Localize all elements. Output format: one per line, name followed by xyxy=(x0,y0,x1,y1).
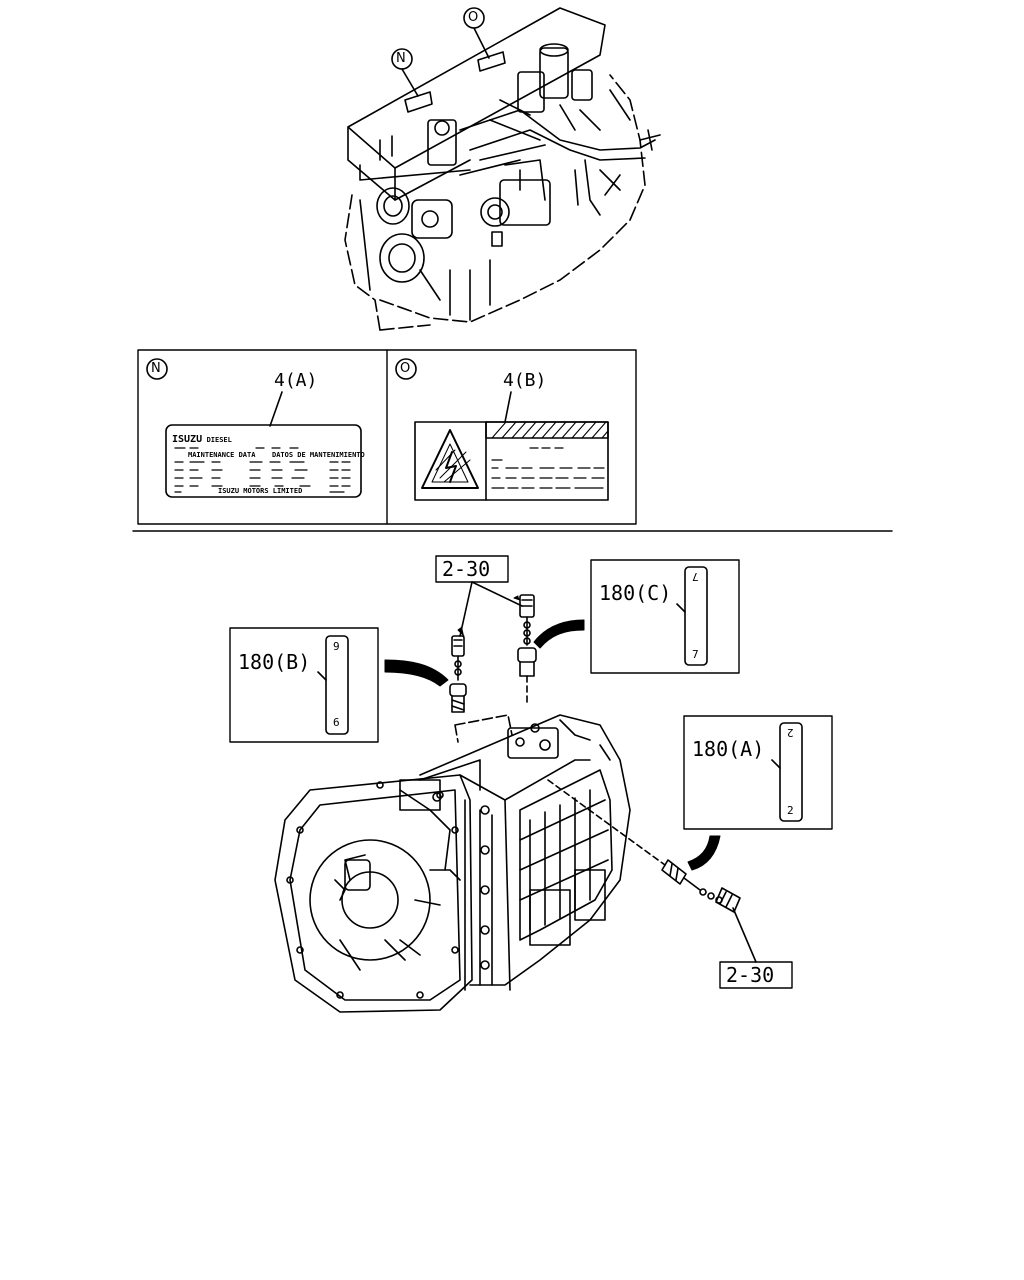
switch-ref-top: 2-30 xyxy=(442,557,491,581)
thread-ref-b: 180(B) xyxy=(238,650,311,674)
transmission-illustration xyxy=(274,714,631,1013)
engine-callout-o-label: O xyxy=(468,10,479,25)
plate-left-title: MAINTENANCE DATA xyxy=(188,451,256,459)
plate-right-title: DATOS DE MANTENIMIENTO xyxy=(272,451,365,459)
pressure-switch-b xyxy=(449,635,467,713)
thread-c-top: 7 xyxy=(692,570,699,583)
plate-brand-name: ISUZU xyxy=(172,434,203,445)
engine-callout-n xyxy=(391,48,413,70)
panel-callout-o: O xyxy=(400,361,411,376)
thread-ref-a: 180(A) xyxy=(692,737,765,761)
plate-footer: ISUZU MOTORS LIMITED xyxy=(218,487,303,495)
thread-a-bottom: 2 xyxy=(787,804,794,817)
pressure-switch-c xyxy=(517,594,537,706)
panel-callout-n: N xyxy=(151,361,161,376)
panel-part-ref-4b: 4(B) xyxy=(503,370,547,391)
thread-ref-c: 180(C) xyxy=(599,581,672,605)
thread-ref-box-b xyxy=(229,627,449,743)
thread-b-top: 9 xyxy=(333,640,340,653)
thread-ref-box-c xyxy=(533,559,740,674)
labels-panel xyxy=(137,349,637,525)
thread-c-bottom: 7 xyxy=(692,648,699,661)
thread-ref-box-a xyxy=(683,715,833,871)
plate-brand-suffix: DIESEL xyxy=(206,436,232,444)
plate-brand: ISUZU DIESEL xyxy=(172,429,232,447)
engine-callout-n-label: N xyxy=(396,51,406,66)
thread-b-bottom: 6 xyxy=(333,716,340,729)
panel-part-ref-4a: 4(A) xyxy=(274,370,318,391)
ref-box-2-30-bottom xyxy=(719,907,793,989)
switch-ref-bottom: 2-30 xyxy=(726,963,775,987)
engine-illustration xyxy=(344,7,661,331)
ref-box-2-30-top xyxy=(435,555,523,637)
engine-callout-o xyxy=(463,7,485,29)
thread-a-top: 2 xyxy=(787,726,794,739)
